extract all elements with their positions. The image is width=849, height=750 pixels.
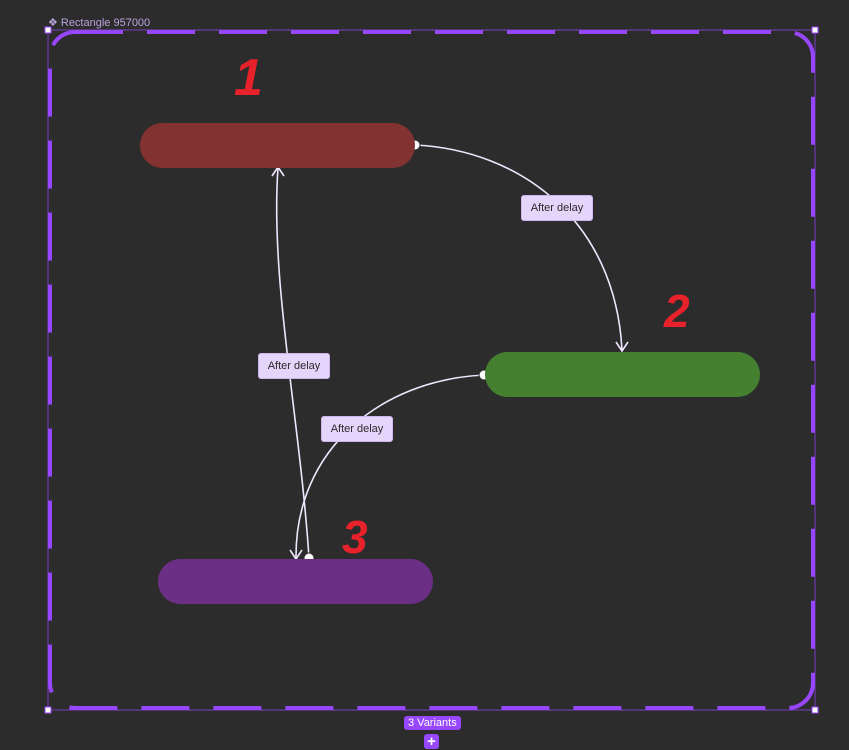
transition-label[interactable]: After delay	[258, 353, 330, 379]
add-variant-button[interactable]: +	[424, 734, 439, 749]
resize-handle-bl[interactable]	[44, 706, 52, 714]
variant-3[interactable]	[158, 559, 433, 604]
transition-label[interactable]: After delay	[521, 195, 593, 221]
resize-handle-br[interactable]	[811, 706, 819, 714]
resize-handle-tr[interactable]	[811, 26, 819, 34]
connection-1-to-2[interactable]	[414, 144, 623, 351]
frame-title[interactable]: ❖ Rectangle 957000	[48, 16, 151, 30]
variant-number-1: 1	[234, 49, 263, 107]
variant-number-2: 2	[664, 285, 690, 337]
variant-2[interactable]	[485, 352, 760, 397]
transition-label[interactable]: After delay	[321, 416, 393, 442]
component-icon: ❖	[48, 17, 58, 29]
variant-1[interactable]	[140, 123, 415, 168]
resize-handle-tl[interactable]	[44, 26, 52, 34]
component-set-border[interactable]	[48, 30, 815, 710]
variants-badge[interactable]: 3 Variants	[404, 716, 461, 730]
frame-title-text: Rectangle 957000	[60, 16, 151, 29]
connection-2-to-3[interactable]	[295, 374, 485, 559]
variant-number-3: 3	[342, 511, 368, 563]
